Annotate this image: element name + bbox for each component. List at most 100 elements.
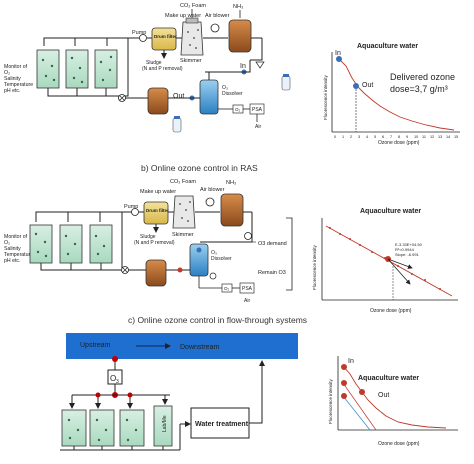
co2-foam-label: CO₂ Foam: [180, 3, 206, 9]
ozone-box: [107, 369, 123, 385]
air-blower-icon: [210, 23, 220, 33]
b-fish-tank-2: [59, 224, 83, 264]
chart-a-xtick: 11: [422, 135, 426, 139]
river-channel: [66, 333, 298, 359]
monitor-label-line3: Salinity: [4, 76, 21, 82]
chart-b-xlabel: Ozone dose (ppm): [370, 308, 412, 314]
chart-a-xtick: 14: [446, 135, 450, 139]
pump-icon: [139, 34, 147, 42]
monitor-label-line5: pH etc.: [4, 88, 20, 94]
chart-c-title: Aquaculture water: [358, 375, 419, 382]
panel-a-process-diagram: Monitor of O₂ Salinity Temperature pH et…: [4, 3, 291, 133]
b-pump-label: Pump: [124, 204, 138, 210]
water-treatment-box: [190, 407, 250, 439]
c-lab-label: Lab/Me: [162, 415, 168, 432]
delivered-ozone-line1: Delivered ozone: [390, 72, 455, 82]
monitor-label-line2: O₂: [4, 70, 10, 76]
b-monitor-line3: Salinity: [4, 246, 21, 252]
panel-a-chart: Aquaculture water Fluorescence intensity…: [323, 43, 460, 146]
b-o3-label: O₃: [211, 250, 217, 256]
chart-a-in-label: In: [335, 50, 341, 57]
chart-a-xtick: 12: [430, 135, 434, 139]
chart-c-xlabel: Ozone dose (ppm): [378, 441, 420, 447]
sample-bottle-out: [172, 117, 182, 133]
chart-a-xtick: 13: [438, 135, 442, 139]
chart-c-out-label: Out: [378, 392, 389, 399]
c-fish-tank-1: [61, 409, 87, 447]
chart-a-xtick: 1: [342, 135, 344, 139]
b-n-p-label: (N and P removal): [134, 240, 175, 246]
b-air-blower-label: Air blower: [200, 187, 225, 193]
chart-b-title: Aquaculture water: [360, 208, 421, 215]
chart-b-eq2: R²=0.9944: [395, 247, 415, 252]
b-bio-filter-top: [220, 193, 244, 227]
b-bracket: [286, 217, 293, 291]
drum-filter: [151, 27, 177, 51]
b-drum-filter: [143, 201, 169, 225]
chart-a-xtick: 8: [398, 135, 400, 139]
o2-label: O₂: [235, 107, 241, 112]
b-skimmer-vessel: [172, 195, 196, 229]
downstream-label: Downstream: [180, 344, 219, 351]
fish-tank-2: [65, 49, 89, 89]
b-monitor-line1: Monitor of: [4, 234, 28, 240]
chart-b-eq1: E-3.33E+04.50: [395, 242, 423, 247]
chart-a-xtick: 6: [382, 135, 384, 139]
chart-a-out-point: [353, 83, 359, 89]
intake-point: [112, 356, 118, 362]
b-nh3-label: NH₃: [226, 180, 236, 186]
b-o3-demand-label: O3 demand: [258, 241, 287, 247]
chart-a-xtick: 9: [406, 135, 408, 139]
in-label: In: [240, 63, 246, 70]
chart-a-in-point: [336, 56, 342, 62]
monitor-label-line4: Temperature: [4, 82, 33, 88]
c-fish-tank-3: [119, 409, 145, 447]
chart-a-xlabel: Ozone dose (ppm): [378, 140, 420, 146]
psa-label: PSA: [252, 107, 263, 113]
b-sludge-label: Sludge: [140, 234, 156, 240]
b-make-up-water-label: Make up water: [140, 189, 176, 195]
chart-a-title: Aquaculture water: [357, 43, 418, 50]
b-air-label: Air: [244, 298, 250, 304]
air-label: Air: [255, 124, 261, 130]
chart-c-in-point: [341, 364, 347, 370]
nh3-label: NH₃: [233, 4, 243, 10]
chart-a-xtick: 3: [358, 135, 360, 139]
b-fish-tank-1: [29, 224, 53, 264]
b-o2-label: O₂: [224, 286, 230, 291]
o3-label: O₃: [222, 85, 228, 91]
water-treatment-label: Water treatment: [195, 421, 249, 428]
heat-exchanger-icon: [255, 61, 265, 69]
upstream-label: Upstream: [80, 342, 111, 349]
sludge-label: Sludge: [146, 60, 162, 66]
fish-tank-3: [94, 49, 118, 89]
chart-a-xtick: 15: [454, 135, 458, 139]
caption-c: c) Online ozone control in flow-through …: [128, 315, 307, 325]
panel-c-chart: Aquaculture water Fluorescence intensity…: [328, 356, 458, 447]
pump-label: Pump: [132, 30, 146, 36]
b-co2-foam-label: CO₂ Foam: [170, 179, 196, 185]
panel-c-flow-through-diagram: Upstream Downstream O 3 Lab/Me: [60, 333, 298, 451]
caption-b: b) Online ozone control in RAS: [141, 163, 258, 173]
b-monitor-line5: pH etc.: [4, 258, 20, 264]
sample-bottle-in: [281, 75, 291, 91]
chart-c-ylabel: Fluorescence intensity: [328, 378, 333, 424]
monitor-label-line1: Monitor of: [4, 64, 28, 70]
chart-b-eq3: Slope: -6.991: [395, 252, 420, 257]
c-o3-sub: 3: [116, 379, 119, 385]
air-blower-label: Air blower: [205, 13, 230, 19]
panel-b-chart: Aquaculture water Fluorescence intensity…: [312, 208, 458, 314]
out-label: Out: [173, 93, 184, 100]
skimmer-vessel: [180, 21, 204, 56]
c-o3-label: O: [110, 374, 116, 383]
b-air-blower-icon: [205, 197, 215, 207]
c-fish-tank-2: [89, 409, 115, 447]
chart-a-ylabel: Fluorescence intensity: [323, 74, 328, 120]
make-up-water-label: Make up water: [165, 13, 201, 19]
fish-tank-1: [36, 49, 60, 89]
bio-filter-bottom: [147, 87, 169, 115]
chart-c-out-point: [359, 389, 365, 395]
n-p-removal-label: (N and P removal): [142, 66, 183, 72]
chart-a-out-label: Out: [362, 82, 373, 89]
